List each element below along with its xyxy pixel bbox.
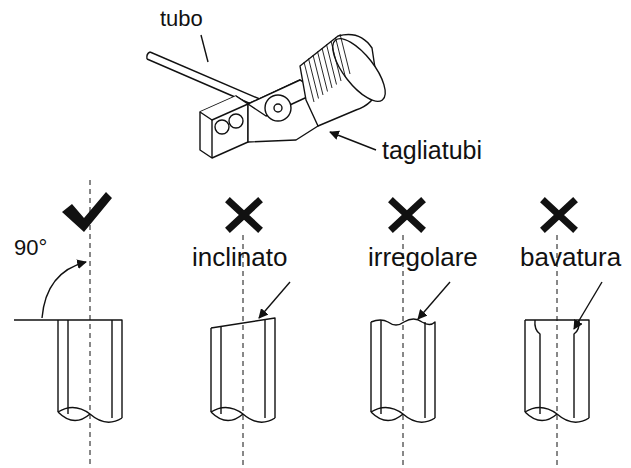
- leader-arrow: [259, 282, 602, 329]
- cross-marks: [230, 202, 573, 228]
- defect-label: irregolare: [368, 244, 478, 270]
- angle-reference: [14, 262, 86, 320]
- part-label: tubo: [160, 8, 203, 30]
- knurl-line: [327, 45, 337, 85]
- centerline: [90, 180, 557, 465]
- part-label: tagliatubi: [382, 138, 482, 163]
- knurl-line: [309, 59, 319, 99]
- knurl-line: [336, 38, 346, 78]
- tube-end-slanted: [211, 318, 275, 422]
- tube: [147, 52, 262, 107]
- defect-label: inclinato: [192, 244, 287, 270]
- leader-line: [201, 35, 208, 62]
- leader-arrow: [330, 132, 376, 150]
- knurl-line: [322, 48, 332, 88]
- tube-end-burr: [525, 320, 589, 422]
- knurling: [304, 34, 350, 102]
- tube-cutter: [200, 31, 394, 158]
- knurl-line: [340, 34, 350, 74]
- angle-label: 90°: [14, 237, 47, 259]
- knurl-line: [313, 55, 323, 95]
- knurl-line: [331, 41, 341, 81]
- knurl-line: [304, 62, 314, 102]
- check-mark: [62, 192, 112, 232]
- knurl-line: [318, 52, 328, 92]
- tube-end-irregular: [371, 319, 435, 422]
- defect-label: bavatura: [520, 244, 621, 270]
- tube-end-correct: [58, 320, 122, 422]
